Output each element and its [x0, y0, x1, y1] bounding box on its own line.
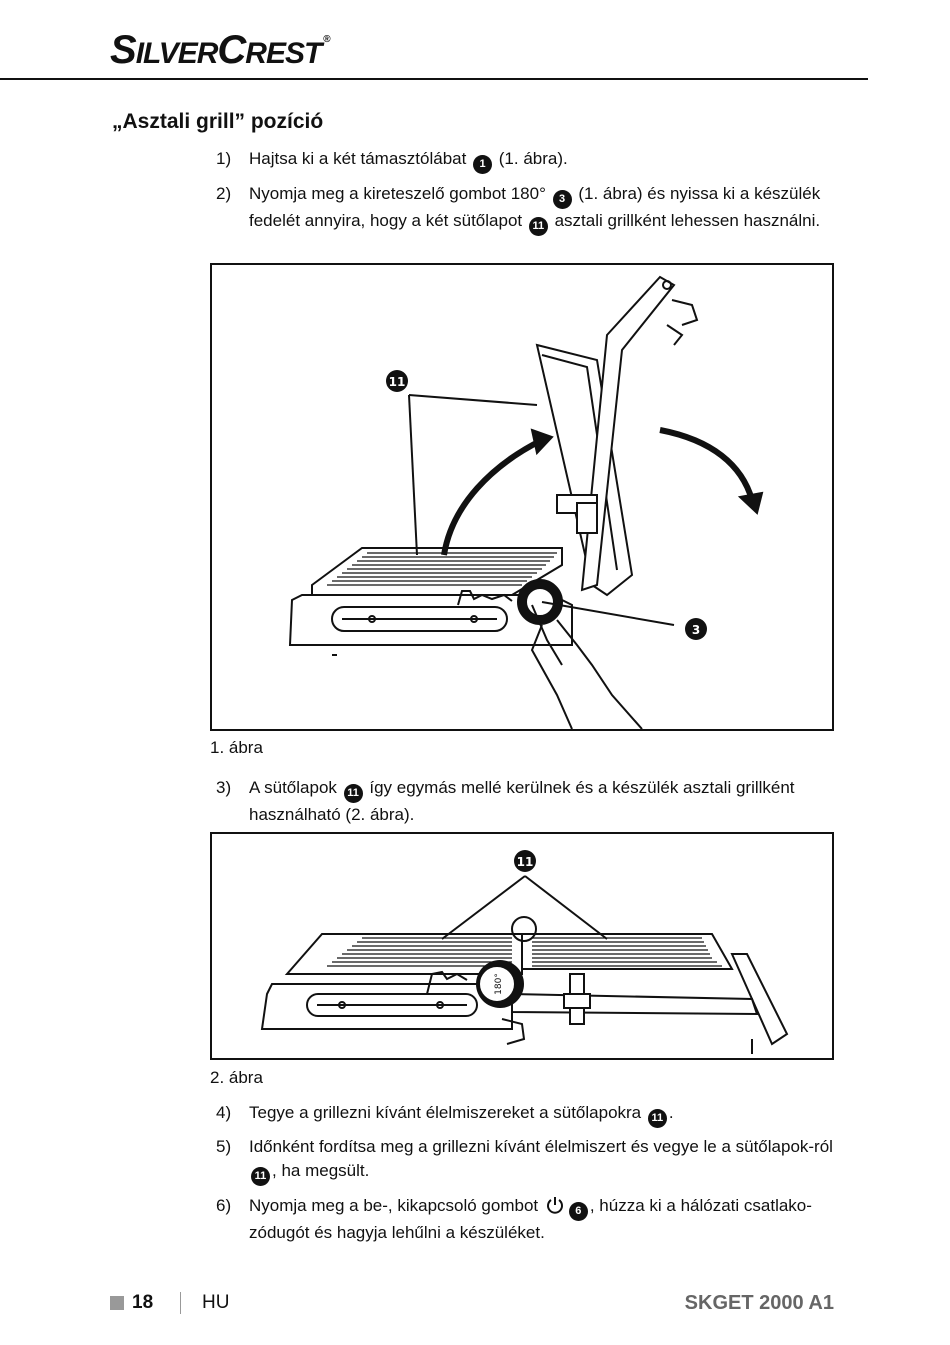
callout-11: 11	[514, 850, 536, 872]
page-number: 18	[132, 1292, 154, 1313]
callout-badge: 11	[528, 217, 548, 236]
callout-badge: 11	[343, 784, 363, 803]
power-icon	[546, 1197, 563, 1214]
language-code: HU	[202, 1292, 230, 1313]
figure-1-illustration: 11 3	[210, 263, 834, 731]
section-title: „Asztali grill” pozíció	[112, 110, 324, 133]
callout-3: 3	[685, 618, 707, 640]
callout-11: 11	[386, 370, 408, 392]
header-rule	[0, 78, 868, 80]
step-5: 5) Időnként fordítsa meg a grillezni kív…	[216, 1135, 836, 1186]
callout-badge: 1	[473, 155, 493, 174]
step-2: 2) Nyomja meg a kireteszelő gombot 180° …	[216, 182, 836, 236]
footer-marker	[110, 1296, 124, 1310]
footer-divider	[180, 1292, 181, 1314]
svg-text:11: 11	[517, 855, 534, 869]
step-4: 4) Tegye a grillezni kívánt élelmiszerek…	[216, 1101, 836, 1128]
svg-text:11: 11	[389, 375, 406, 389]
model-number: SKGET 2000 A1	[684, 1292, 834, 1314]
step-1: 1) Hajtsa ki a két támasztólábat 1 (1. á…	[216, 147, 836, 174]
brand-logo: SILVERCREST®	[110, 28, 331, 72]
step-6: 6) Nyomja meg a be-, kikapcsoló gombot 6…	[216, 1196, 812, 1242]
dial-label: 180°	[494, 973, 504, 995]
figure-2-caption: 2. ábra	[210, 1068, 263, 1087]
figure-2-illustration: 180° 11	[210, 832, 834, 1060]
callout-badge: 11	[647, 1109, 667, 1128]
svg-text:3: 3	[692, 623, 700, 637]
callout-badge: 3	[552, 190, 572, 209]
callout-badge: 11	[251, 1167, 270, 1186]
callout-badge: 6	[568, 1202, 588, 1221]
figure-1-caption: 1. ábra	[210, 738, 263, 757]
step-3: 3) A sütőlapok 11 így egymás mellé kerül…	[216, 778, 795, 824]
